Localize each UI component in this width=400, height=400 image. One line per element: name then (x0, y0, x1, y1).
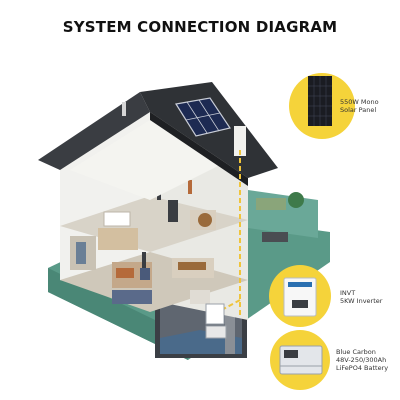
basement-battery (206, 326, 226, 338)
battery-label: Blue Carbon 48V-250/300Ah LiFePO4 Batter… (336, 348, 388, 372)
inverter-callout-icon (269, 265, 331, 327)
basement-inverter (206, 304, 224, 324)
solar-panel-label: 550W Mono Solar Panel (340, 98, 379, 114)
grill (262, 232, 288, 242)
battery-callout-icon (270, 330, 330, 390)
inverter-label: INVT 5KW Inverter (340, 289, 382, 305)
garden-bed (256, 198, 286, 210)
bedroom-floor (98, 228, 138, 250)
tree (288, 192, 304, 208)
